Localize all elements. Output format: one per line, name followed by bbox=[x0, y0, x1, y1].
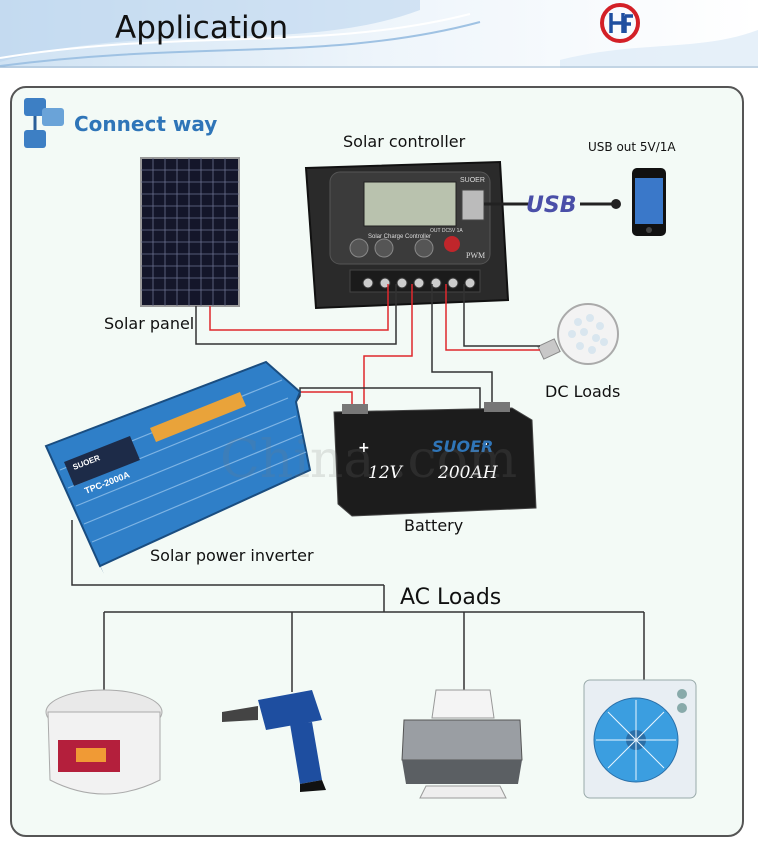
rice-cooker-image bbox=[45, 689, 163, 795]
battery-image bbox=[333, 402, 537, 517]
battery-voltage: 12V bbox=[368, 463, 404, 483]
solar-panel-image bbox=[140, 157, 240, 307]
controller-pwm: PWM bbox=[466, 251, 485, 260]
usb-label: USB bbox=[526, 193, 576, 218]
battery-capacity: 200AH bbox=[437, 463, 499, 483]
inverter-label: Solar power inverter bbox=[150, 546, 314, 565]
power-drill-image bbox=[222, 690, 326, 792]
usb-out-label: USB out 5V/1A bbox=[588, 140, 676, 154]
wiring bbox=[71, 284, 645, 692]
dc-loads-label: DC Loads bbox=[545, 382, 621, 401]
usb-cable bbox=[484, 199, 621, 209]
solar-panel-label: Solar panel bbox=[104, 314, 195, 333]
connect-way-icon bbox=[24, 98, 64, 148]
ac-loads-label: AC Loads bbox=[400, 585, 502, 610]
battery-minus: - bbox=[482, 436, 488, 452]
inverter-image bbox=[44, 360, 312, 574]
controller-brand: SUOER bbox=[460, 177, 485, 184]
battery-label: Battery bbox=[404, 516, 464, 535]
page-title: Application bbox=[115, 10, 289, 46]
printer-image bbox=[401, 689, 523, 799]
battery-plus: + bbox=[358, 440, 370, 456]
solar-controller-label: Solar controller bbox=[343, 132, 466, 151]
watermark: China .com bbox=[220, 430, 518, 490]
controller-model: Solar Charge Controller bbox=[368, 234, 431, 240]
company-logo bbox=[600, 3, 640, 43]
battery-brand: SUOER bbox=[432, 437, 493, 456]
solar-controller-image bbox=[304, 160, 510, 310]
dc-load-bulb-image bbox=[537, 303, 619, 365]
phone-image bbox=[632, 168, 666, 236]
section-title: Connect way bbox=[74, 112, 218, 136]
fan-image bbox=[583, 679, 697, 799]
controller-out: OUT DC5V 1A bbox=[430, 228, 463, 234]
